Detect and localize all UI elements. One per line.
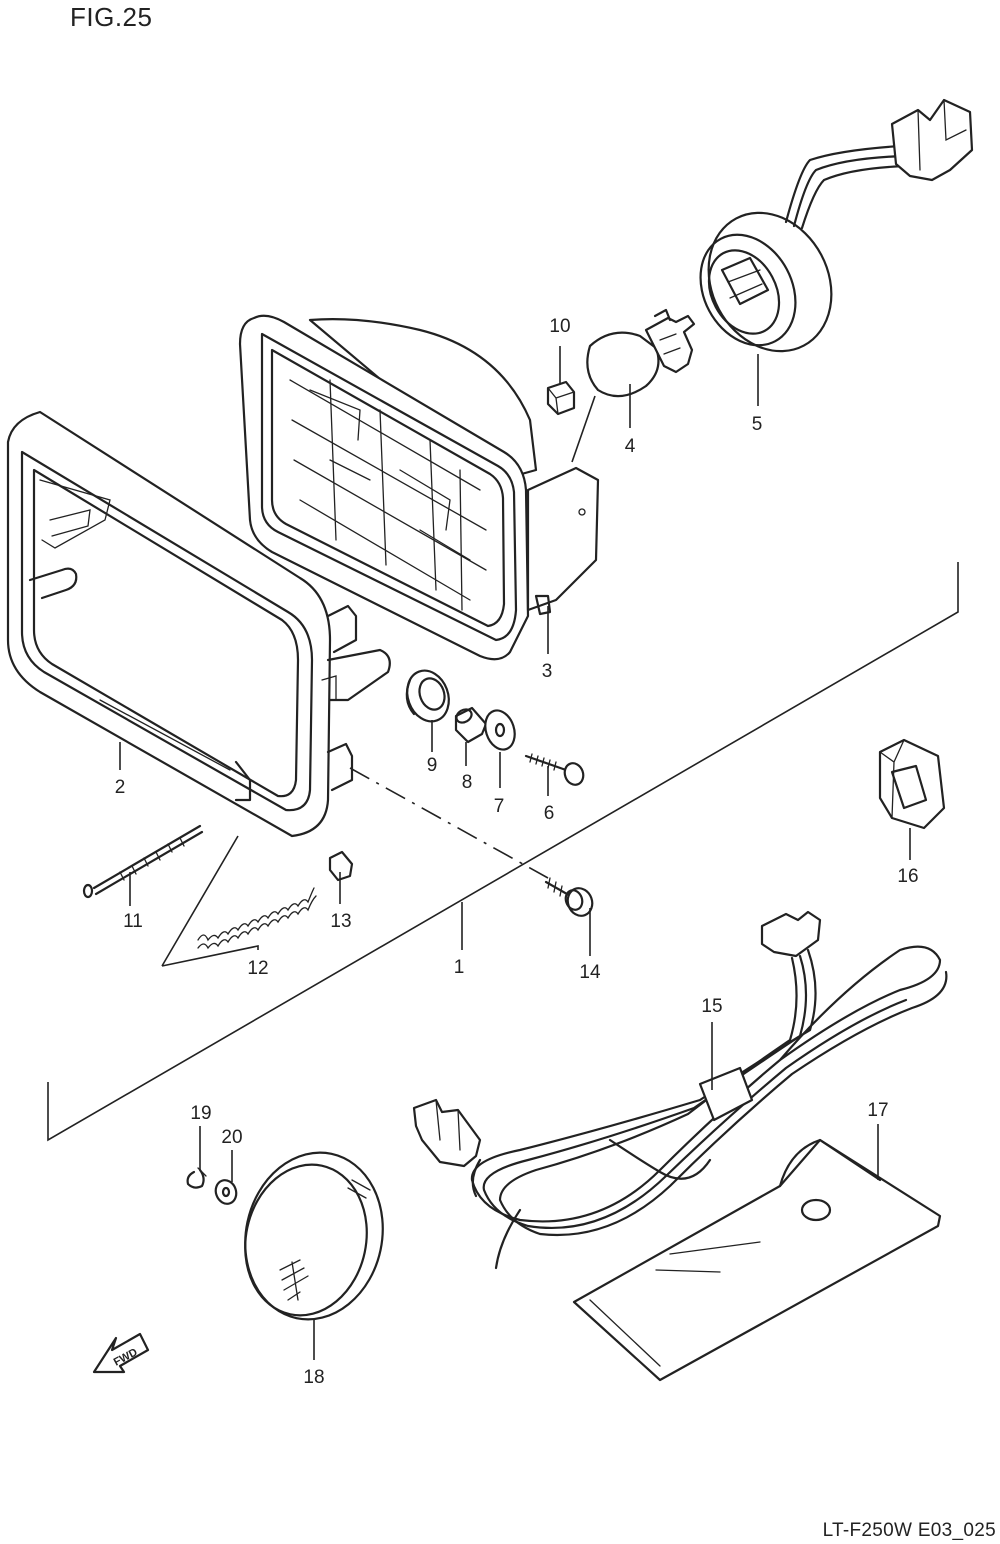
callout-3: 3	[542, 661, 553, 682]
grommet[interactable]	[400, 665, 455, 728]
bulb[interactable]	[586, 308, 696, 398]
callout-7: 7	[494, 796, 505, 817]
tool-pouch[interactable]	[572, 1138, 942, 1382]
assembly-line	[349, 767, 549, 879]
collar[interactable]	[454, 706, 488, 744]
callout-2: 2	[115, 777, 126, 798]
callout-12: 12	[247, 958, 268, 979]
leader-lines	[119, 346, 911, 1360]
callout-8: 8	[462, 772, 473, 793]
callout-16: 16	[897, 866, 918, 887]
callout-20: 20	[221, 1127, 242, 1148]
callout-10: 10	[549, 316, 570, 337]
mounting-bolt[interactable]	[544, 877, 596, 919]
callout-18: 18	[303, 1367, 324, 1388]
adjusting-bolt[interactable]	[82, 824, 204, 899]
assembly-boundary	[47, 562, 959, 1142]
callout-6: 6	[544, 803, 555, 824]
wiring-harness[interactable]	[412, 910, 948, 1270]
callout-14: 14	[579, 962, 601, 983]
spring[interactable]	[197, 887, 317, 950]
callout-5: 5	[752, 414, 763, 435]
callout-17: 17	[867, 1100, 888, 1121]
callout-13: 13	[330, 911, 351, 932]
figure-code: LT-F250W E03_025	[822, 1520, 996, 1541]
sealed-beam-unit[interactable]	[238, 314, 600, 661]
callout-19: 19	[190, 1103, 211, 1124]
washer[interactable]	[481, 707, 520, 754]
adjusting-nut[interactable]	[328, 850, 354, 882]
callout-1: 1	[454, 957, 465, 978]
callout-4: 4	[625, 436, 636, 457]
callout-9: 9	[427, 755, 438, 776]
figure-title: FIG.25	[70, 2, 153, 32]
callout-15: 15	[701, 996, 722, 1017]
assembly-line	[571, 395, 596, 463]
lock-washer[interactable]	[186, 1167, 207, 1189]
lens-cover[interactable]	[230, 1140, 398, 1333]
callout-11: 11	[123, 911, 143, 932]
plain-washer[interactable]	[212, 1177, 239, 1206]
rubber-mount[interactable]	[878, 738, 946, 830]
fwd-arrow-icon: FWD	[92, 1332, 150, 1374]
headlight-housing[interactable]	[6, 410, 391, 838]
bulb-socket[interactable]	[682, 98, 974, 373]
screw[interactable]	[524, 753, 586, 787]
clip-nut[interactable]	[546, 380, 576, 416]
